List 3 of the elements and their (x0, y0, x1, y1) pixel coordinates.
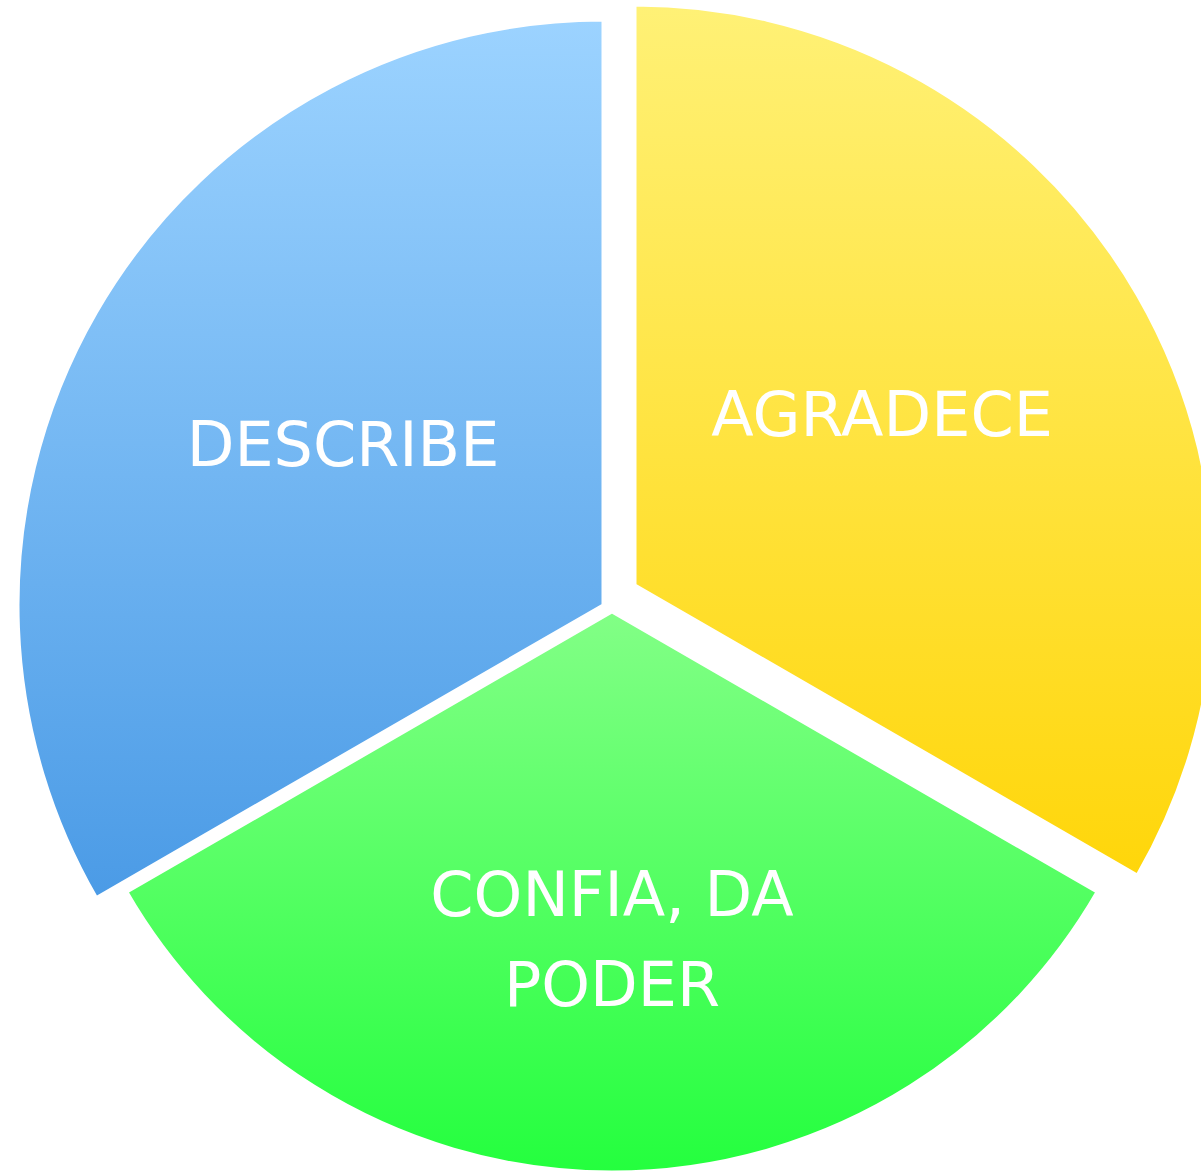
segment-label: AGRADECE (710, 377, 1054, 454)
segment-label: DESCRIBE (185, 407, 501, 484)
segment-label: CONFIA, DA PODER (429, 857, 795, 1023)
